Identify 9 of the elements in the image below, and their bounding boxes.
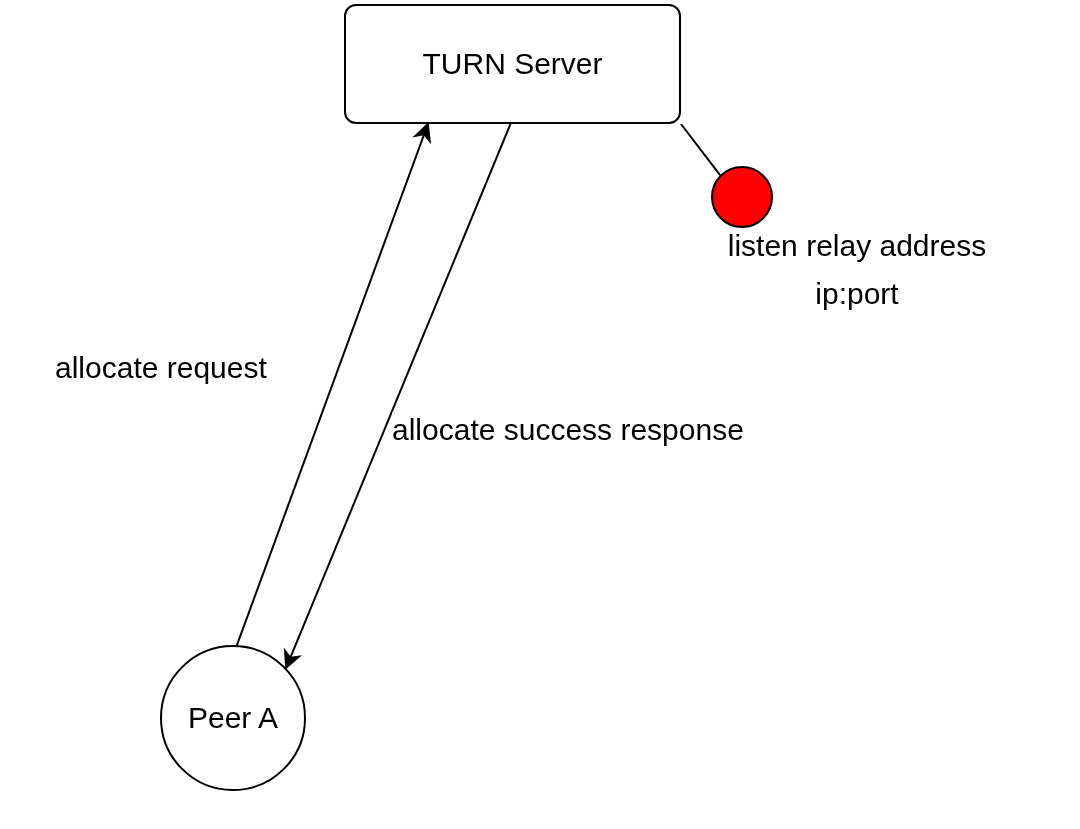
arrow — [235, 122, 432, 647]
node-label: TURN Server — [422, 47, 603, 81]
process-box — [344, 4, 681, 124]
node-label: Peer A — [187, 701, 279, 735]
edge-label: allocate success response — [392, 412, 744, 448]
arrow — [283, 123, 512, 670]
connector-line — [680, 123, 722, 177]
address-caption: listen relay address ip:port — [726, 228, 988, 312]
dot-marker — [711, 166, 773, 228]
